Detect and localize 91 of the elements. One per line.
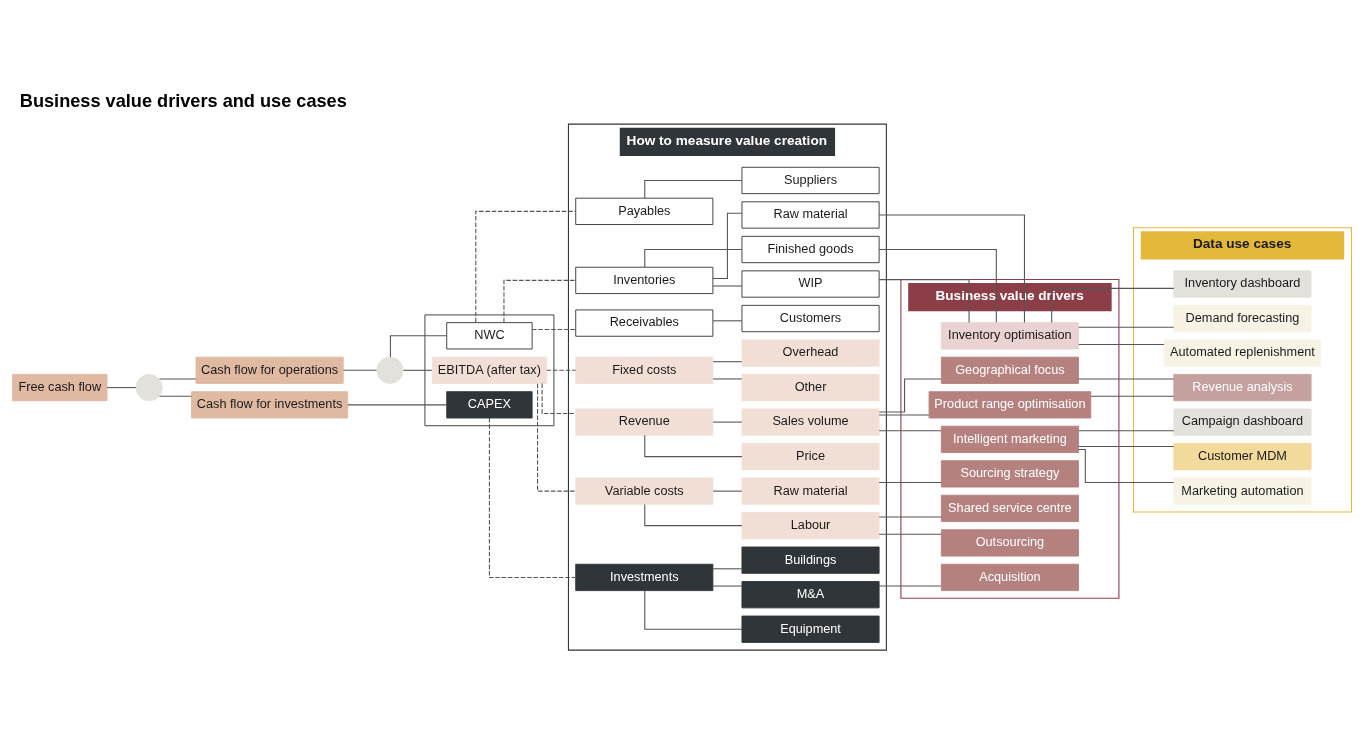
connector (488, 417, 576, 578)
node-box: Geographical focus (940, 356, 1079, 384)
connector (541, 382, 577, 414)
node-box: Outsourcing (940, 529, 1079, 557)
node-box: Suppliers (741, 166, 880, 195)
connector (878, 430, 942, 432)
node-box: Intelligent marketing (940, 425, 1079, 453)
node-box: M&A (741, 581, 880, 609)
connector (1051, 287, 1175, 324)
connector (712, 378, 743, 380)
node-box: Raw material (741, 477, 880, 505)
node-box: Revenue (575, 408, 714, 436)
node-box: Inventories (575, 266, 714, 294)
connector (503, 279, 576, 323)
connector (1078, 430, 1175, 432)
node-box: Sourcing strategy (940, 460, 1079, 488)
node-box: Equipment (741, 615, 880, 643)
connector (1090, 395, 1175, 397)
connector (389, 335, 448, 358)
connector (878, 481, 942, 484)
node-box: Demand forecasting (1173, 304, 1312, 333)
node-box: Marketing automation (1173, 477, 1312, 505)
connector (402, 369, 433, 371)
connector (878, 516, 942, 518)
connector (347, 404, 448, 406)
node-box: Investments (575, 563, 714, 592)
node-box: Campaign dashboard (1173, 408, 1312, 436)
node-box: Free cash flow (12, 373, 108, 402)
connector (531, 328, 577, 330)
connector (712, 421, 743, 423)
connector (878, 414, 930, 416)
connector (712, 585, 743, 587)
cluster (424, 314, 555, 427)
connector (158, 378, 197, 380)
node-box: Shared service centre (940, 494, 1079, 522)
node-box: Inventory dashboard (1173, 270, 1312, 298)
connector (106, 387, 137, 389)
node-box: Cash flow for operations (195, 356, 344, 384)
node-box: Acquisition (940, 563, 1079, 592)
connector (878, 214, 1025, 323)
connector (1078, 445, 1175, 447)
node-box: Other (741, 373, 880, 402)
node-box: Revenue analysis (1173, 373, 1312, 402)
node-circle (376, 356, 404, 384)
connector (644, 503, 743, 527)
node-box: Inventory optimisation (940, 322, 1079, 350)
node-box: Raw material (741, 201, 880, 229)
connector (644, 179, 743, 199)
connector (1078, 378, 1175, 380)
connector (537, 383, 577, 492)
node-box: Receivables (575, 309, 714, 337)
node-box: Finished goods (741, 235, 880, 264)
connector (1078, 326, 1175, 328)
node-box: Cash flow for investments (191, 391, 349, 419)
node-box: Buildings (741, 546, 880, 574)
node-box: Customer MDM (1173, 443, 1312, 471)
node-box: EBITDA (after tax) (431, 356, 548, 384)
connector (644, 434, 743, 458)
connector (1078, 343, 1165, 345)
node-box: Overhead (741, 339, 880, 367)
node-box: Customers (741, 304, 880, 333)
node-box: Payables (575, 197, 714, 225)
connector (878, 585, 942, 587)
node-box: Variable costs (575, 477, 714, 505)
node-box: Price (741, 443, 880, 471)
node-box: Labour (741, 512, 880, 540)
connector (878, 279, 970, 324)
connector (712, 285, 743, 287)
connector (158, 395, 192, 397)
connector (712, 568, 743, 570)
connector (712, 490, 743, 492)
node-box: Automated replenishment (1163, 339, 1322, 367)
connector (546, 369, 577, 371)
node-circle (135, 373, 163, 402)
connector (712, 320, 743, 322)
connector (342, 369, 377, 371)
node-box: NWC (446, 322, 533, 350)
connector (644, 590, 743, 630)
connector (878, 248, 997, 323)
connector (878, 533, 942, 535)
connector (475, 210, 577, 324)
node-box: Product range optimisation (928, 391, 1092, 419)
connector (644, 248, 743, 268)
connector (1078, 448, 1175, 484)
node-box: Fixed costs (575, 356, 714, 384)
connector (712, 361, 743, 363)
node-box: WIP (741, 270, 880, 298)
node-box: CAPEX (446, 391, 533, 419)
connector (878, 378, 942, 413)
node-box: Sales volume (741, 408, 880, 436)
diagram-title: Business value drivers and use cases (19, 90, 347, 111)
